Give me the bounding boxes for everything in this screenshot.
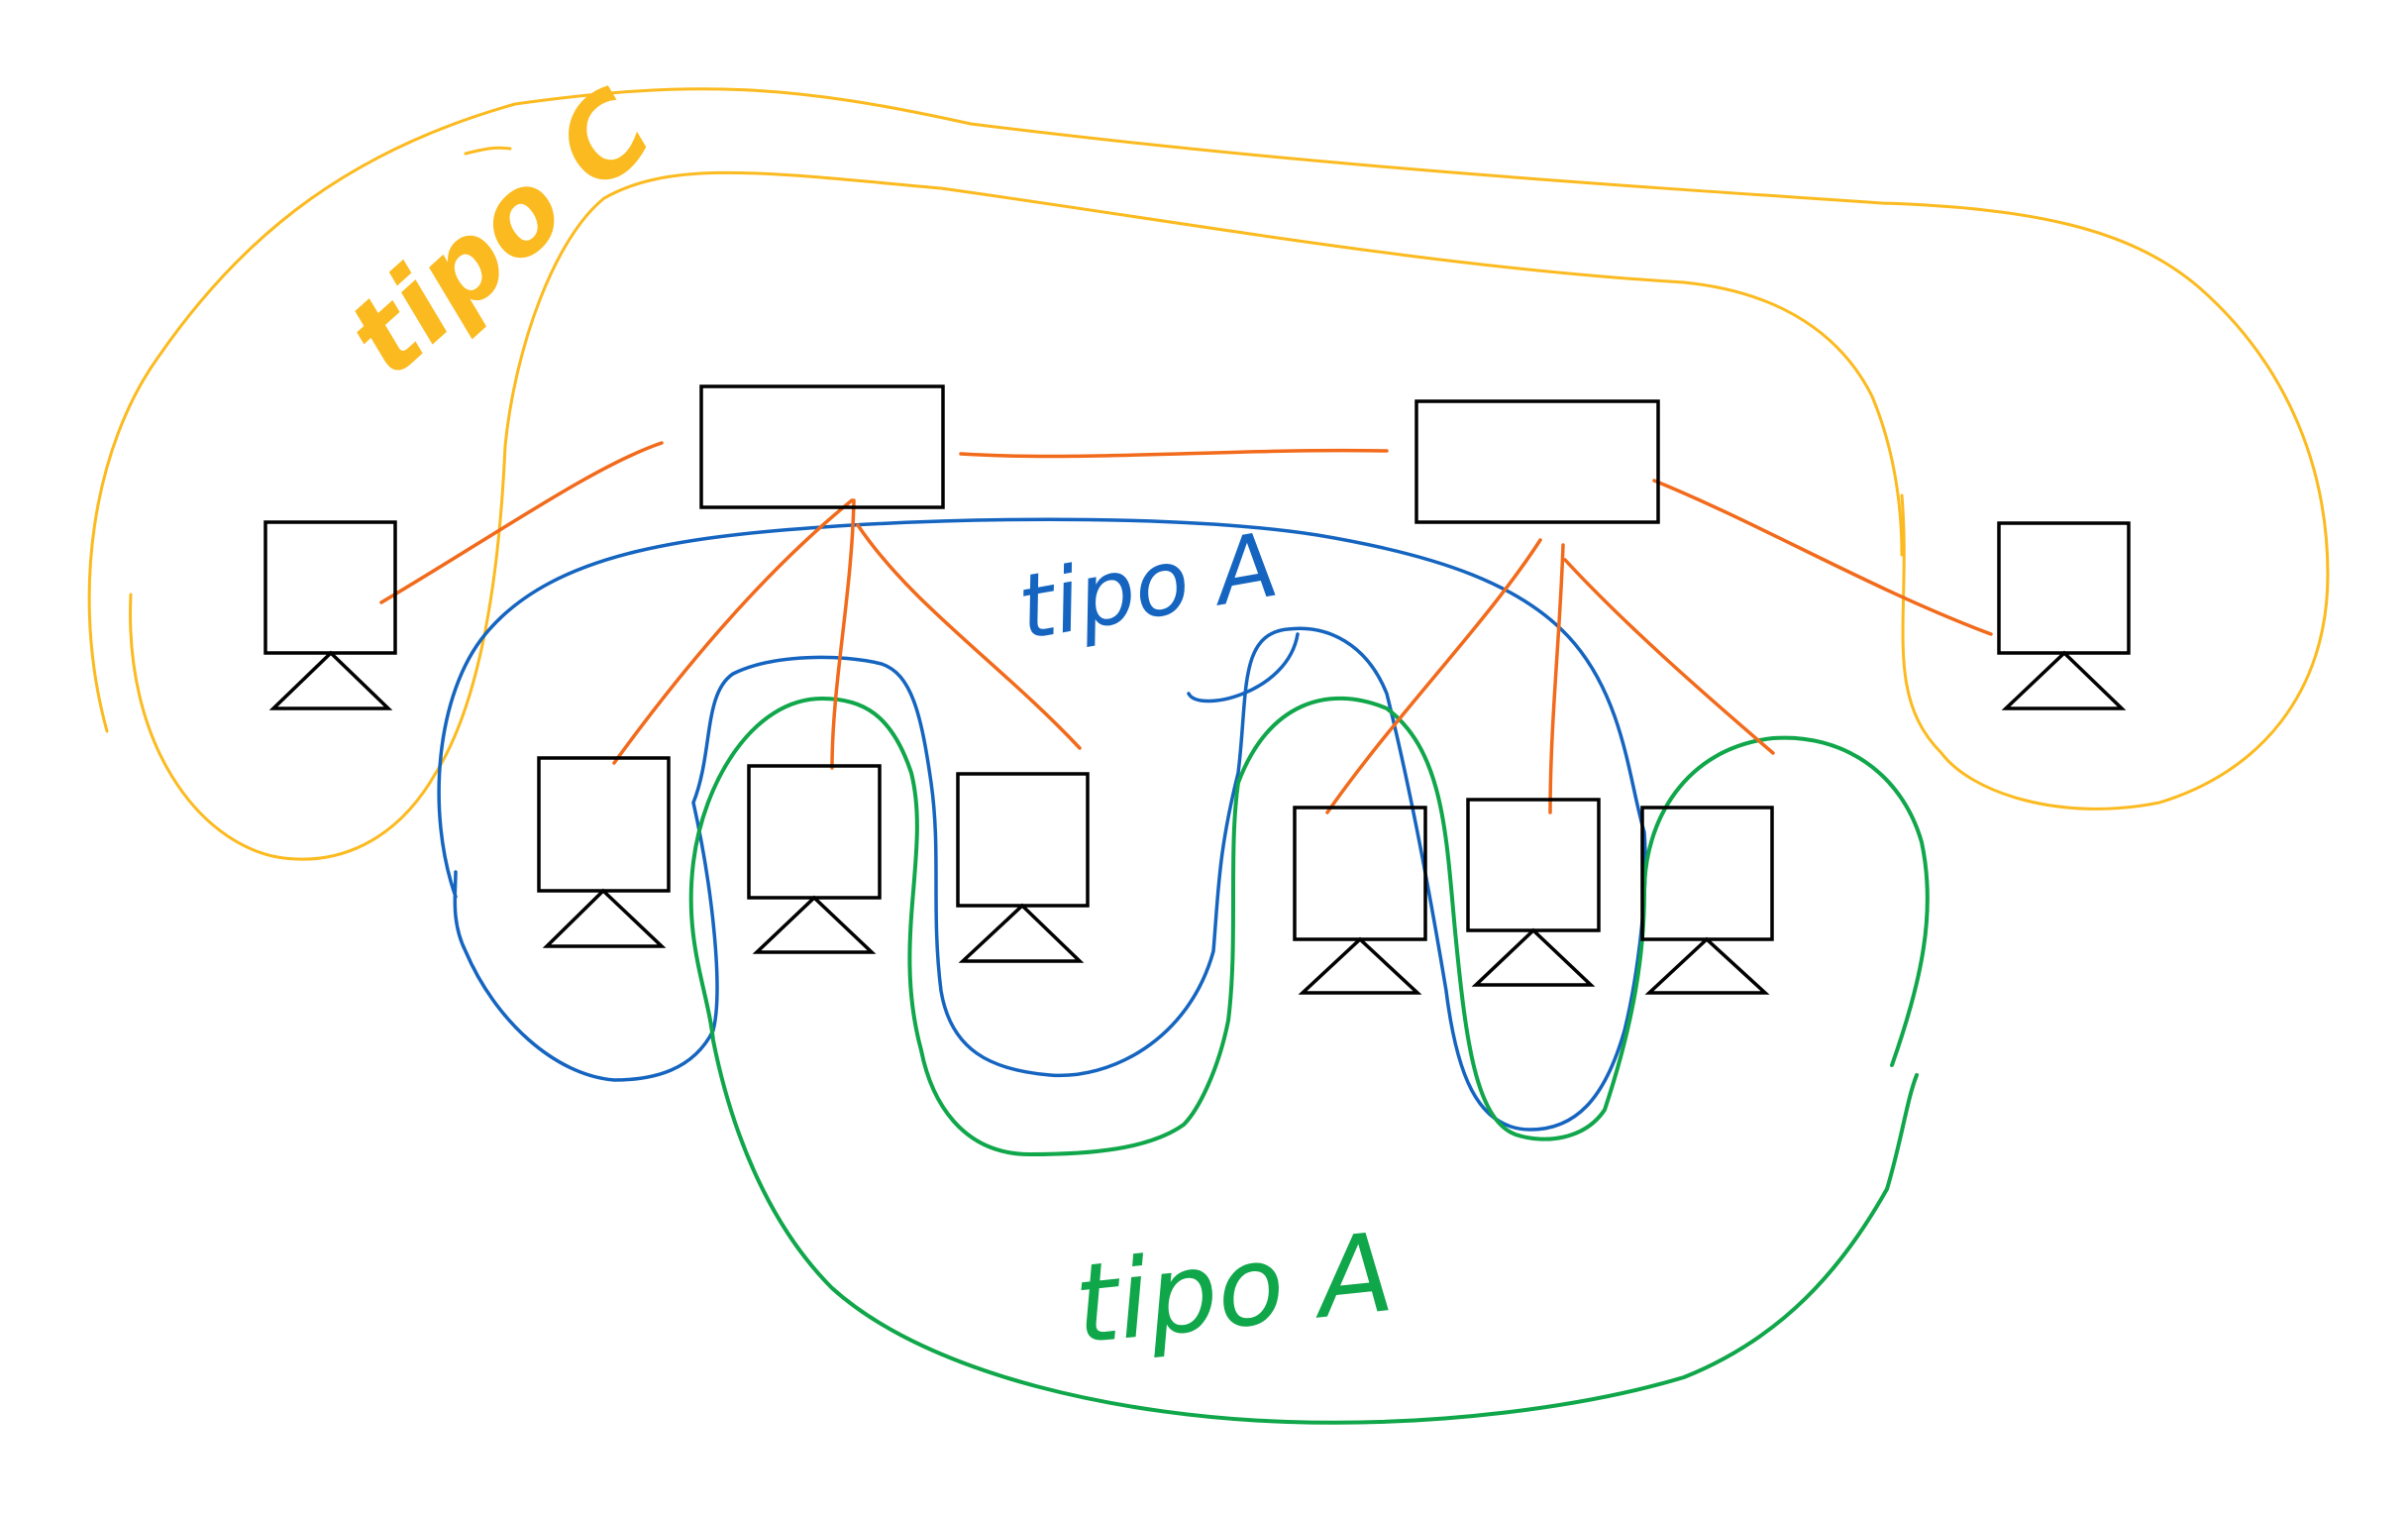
host-1 [537,756,671,948]
link-switch-right-to-host-6 [1563,558,1775,755]
host-3 [956,772,1090,963]
host-stand [268,650,393,710]
tipo-a-green-curve [688,696,1930,1425]
tipo-c-top-tick [464,146,512,156]
host-stand [2001,650,2127,710]
link-switch-left-to-switch-right [959,448,1389,459]
switch-right [1414,399,1660,524]
host-stand [542,888,667,948]
tipo-a-blue-curve [437,517,1647,1132]
hosts [263,520,2131,995]
host-far-left [263,520,397,710]
link-switch-right-to-host-far-right [1652,479,1993,636]
tipo-a-blue-tail [1187,632,1300,704]
link-switch-left-to-host-2 [830,498,856,770]
link-switch-right-to-host-4 [1325,538,1542,814]
link-switch-left-to-host-far-left [379,441,664,604]
host-5 [1466,798,1601,987]
host-stand [1644,936,1770,995]
host-stand [958,903,1085,963]
host-4 [1293,806,1427,995]
link-switch-left-to-host-3 [856,523,1082,750]
host-stand [1471,927,1596,987]
host-stand [752,895,877,954]
tipo-a-green-loop [688,696,1930,1425]
host-6 [1640,806,1774,995]
switch-left [699,384,945,509]
orange-links [379,441,1993,814]
link-switch-left-to-host-1 [612,498,854,765]
host-2 [747,764,882,954]
host-far-right [1997,521,2131,710]
tipo-c-inner-curve [129,170,1904,861]
tipo-c-loop [87,87,2330,861]
host-stand [1298,936,1422,995]
link-switch-right-to-host-5 [1548,543,1565,814]
switches [699,384,1660,524]
tipo-a-blue-loop [437,517,1647,1132]
tipo-c-outer-curve [87,87,2330,811]
